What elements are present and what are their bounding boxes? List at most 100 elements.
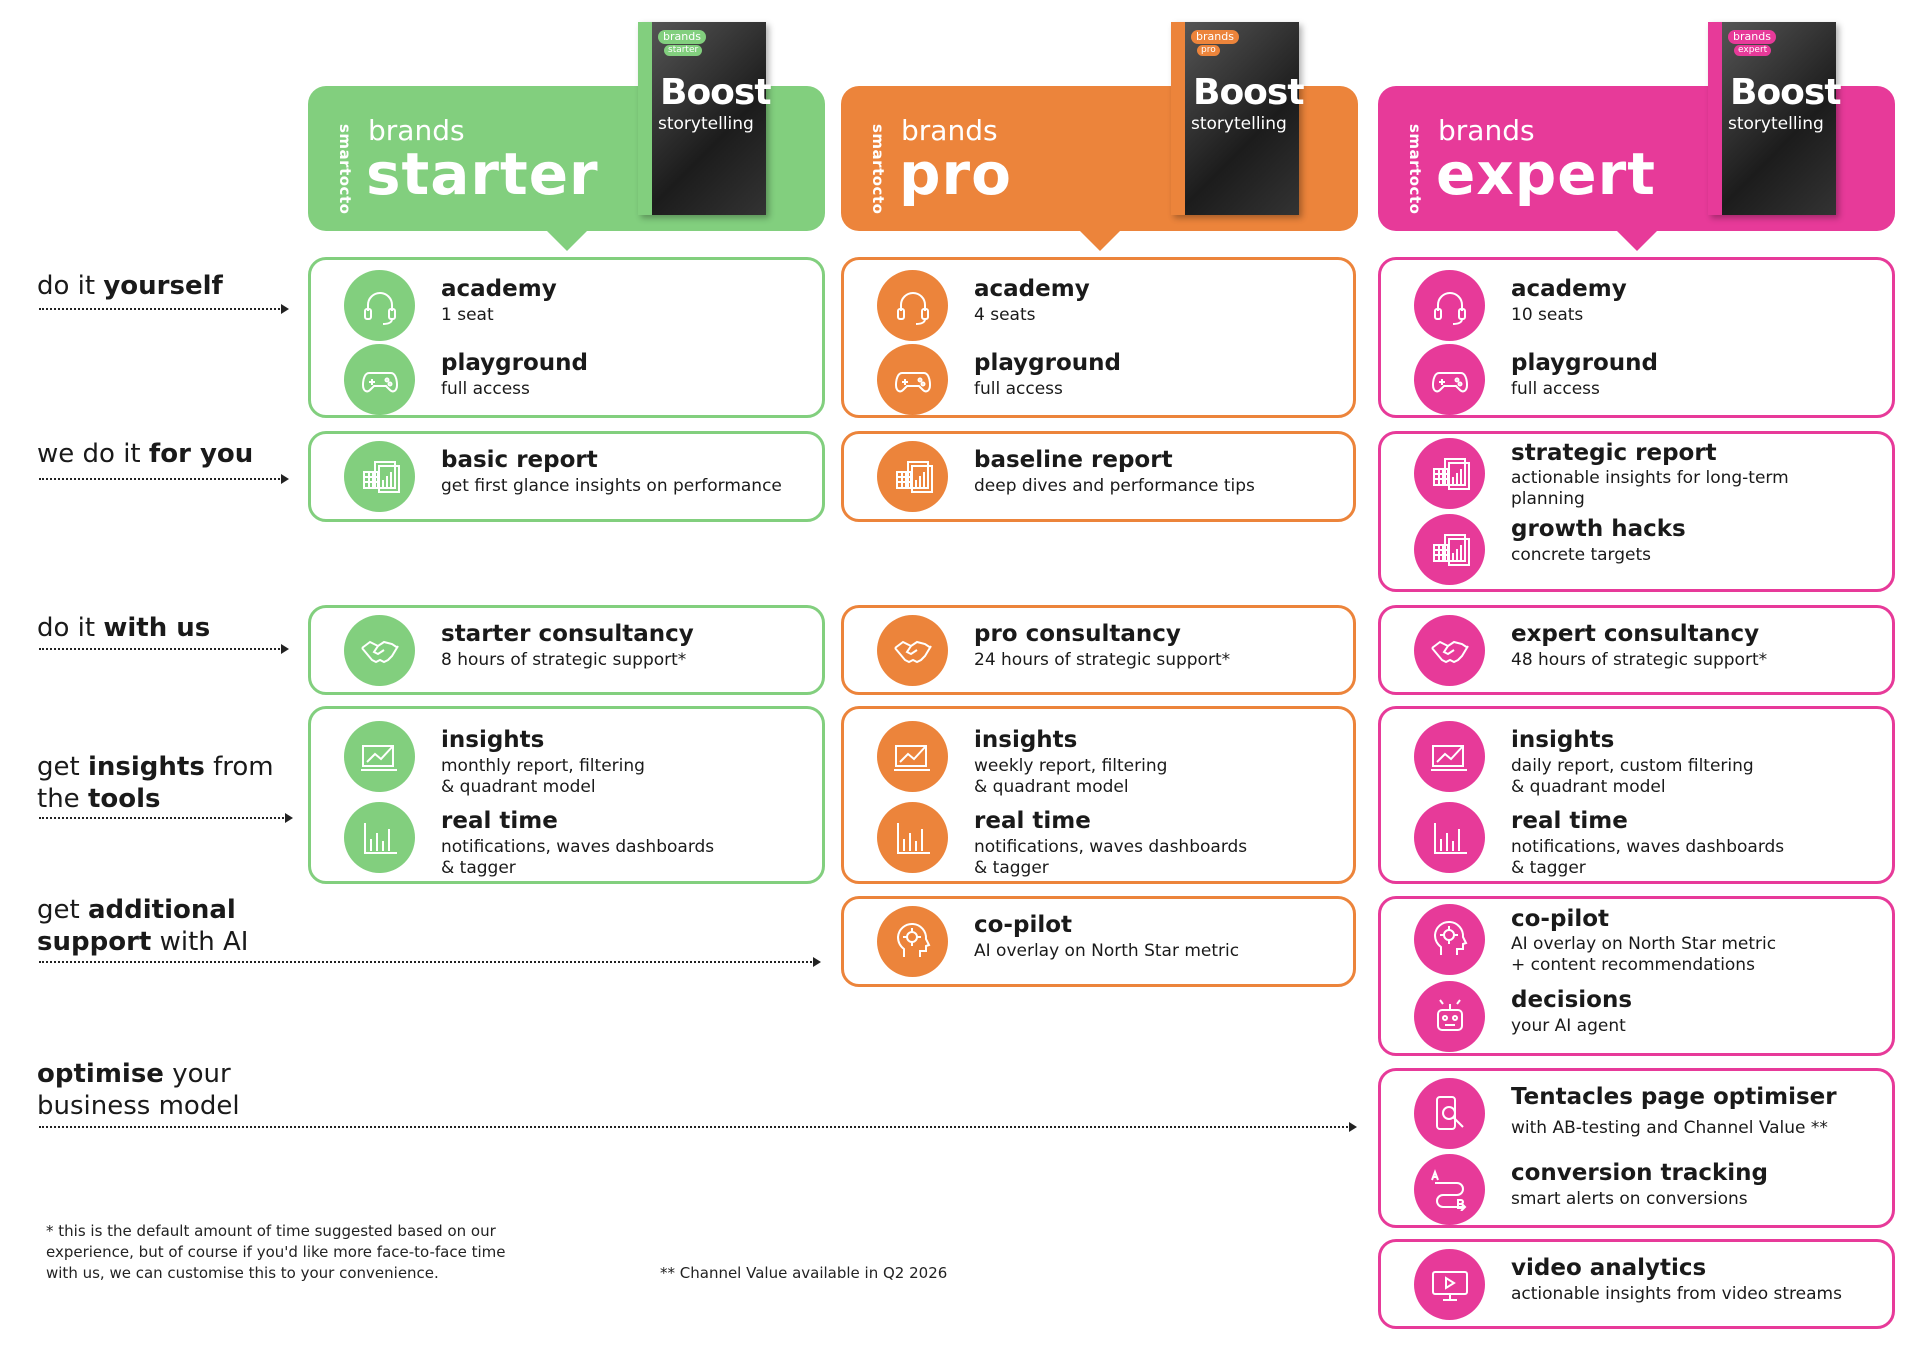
feature-title: insights <box>974 727 1078 753</box>
feature-desc: smart alerts on conversions <box>1511 1189 1748 1209</box>
feature-title: growth hacks <box>1511 516 1686 542</box>
report-icon <box>344 441 415 512</box>
feature-desc: 1 seat <box>441 305 494 325</box>
gamepad-icon <box>1414 344 1485 415</box>
feature-desc: actionable insights from video streams <box>1511 1284 1842 1304</box>
feature-insights: insights daily report, custom filtering& … <box>1414 721 1882 797</box>
footnote-channel-value: ** Channel Value available in Q2 2026 <box>660 1264 948 1282</box>
header-brands: brands <box>901 114 998 147</box>
feature-title: real time <box>441 808 558 834</box>
feature-desc: 24 hours of strategic support* <box>974 650 1231 670</box>
dotted-arrow <box>39 304 289 314</box>
feature-desc: concrete targets <box>1511 545 1652 565</box>
headset-icon <box>344 270 415 341</box>
feature-desc: AI overlay on North Star metric+ content… <box>1511 934 1777 975</box>
feature-desc: notifications, waves dashboards& tagger <box>1511 837 1785 878</box>
feature-desc: your AI agent <box>1511 1016 1626 1036</box>
feature-desc: 4 seats <box>974 305 1036 325</box>
feature-title: playground <box>974 350 1121 376</box>
book-pill-tier: pro <box>1197 45 1220 56</box>
headset-icon <box>877 270 948 341</box>
report-icon <box>1414 514 1485 585</box>
row-label-diy: do it yourself <box>37 271 223 301</box>
book-title: Boost <box>1193 72 1305 113</box>
video-monitor-icon <box>1414 1249 1485 1320</box>
trend-chart-icon <box>1414 721 1485 792</box>
feature-desc: AI overlay on North Star metric <box>974 941 1240 961</box>
book-pill-tier: starter <box>664 45 703 56</box>
book-title: Boost <box>660 72 772 113</box>
feature-desc: notifications, waves dashboards& tagger <box>441 837 715 878</box>
book-subtitle: storytelling <box>1728 114 1824 134</box>
report-icon <box>877 441 948 512</box>
trend-chart-icon <box>344 721 415 792</box>
feature-title: decisions <box>1511 987 1633 1013</box>
feature-desc: with AB-testing and Channel Value ** <box>1511 1118 1828 1138</box>
book-pill-tier: expert <box>1734 45 1772 56</box>
feature-desc: weekly report, filtering& quadrant model <box>974 756 1168 797</box>
dotted-arrow <box>39 1122 1357 1132</box>
book-title: Boost <box>1730 72 1842 113</box>
feature-desc: 48 hours of strategic support* <box>1511 650 1768 670</box>
feature-desc: deep dives and performance tips <box>974 476 1255 496</box>
feature-academy: academy 4 seats <box>877 270 1343 341</box>
header-brands: brands <box>1438 114 1535 147</box>
handshake-icon <box>877 615 948 686</box>
header-tier-name: starter <box>366 140 599 208</box>
dotted-arrow <box>39 474 289 484</box>
feature-desc: 10 seats <box>1511 305 1584 325</box>
smartocto-logo: smartocto <box>869 124 887 215</box>
feature-title: playground <box>441 350 588 376</box>
feature-growth-hacks: growth hacks concrete targets <box>1414 514 1882 585</box>
feature-title: conversion tracking <box>1511 1160 1769 1186</box>
feature-conversion: conversion tracking smart alerts on conve… <box>1414 1154 1882 1225</box>
feature-title: insights <box>1511 727 1615 753</box>
dotted-arrow <box>39 644 289 654</box>
header-brands: brands <box>368 114 465 147</box>
headset-icon <box>1414 270 1485 341</box>
feature-insights: insights weekly report, filtering& quadra… <box>877 721 1343 797</box>
feature-decisions: decisions your AI agent <box>1414 981 1882 1052</box>
card-tools-expert: insights daily report, custom filtering& … <box>1378 706 1895 884</box>
header-tier-name: pro <box>899 140 1012 208</box>
book-subtitle: storytelling <box>1191 114 1287 134</box>
feature-consultancy: starter consultancy 8 hours of strategic … <box>344 615 812 686</box>
a-to-b-icon <box>1414 1154 1485 1225</box>
handshake-icon <box>1414 615 1485 686</box>
feature-title: academy <box>974 276 1090 302</box>
feature-desc: full access <box>441 379 530 399</box>
feature-title: starter consultancy <box>441 621 694 647</box>
feature-desc: 8 hours of strategic support* <box>441 650 687 670</box>
handshake-icon <box>344 615 415 686</box>
feature-title: co-pilot <box>1511 906 1610 932</box>
feature-desc: daily report, custom filtering& quadrant… <box>1511 756 1754 797</box>
feature-title: basic report <box>441 447 598 473</box>
report-icon <box>1414 438 1485 509</box>
feature-desc: get first glance insights on performance <box>441 476 782 496</box>
header-tier-name: expert <box>1436 140 1656 208</box>
